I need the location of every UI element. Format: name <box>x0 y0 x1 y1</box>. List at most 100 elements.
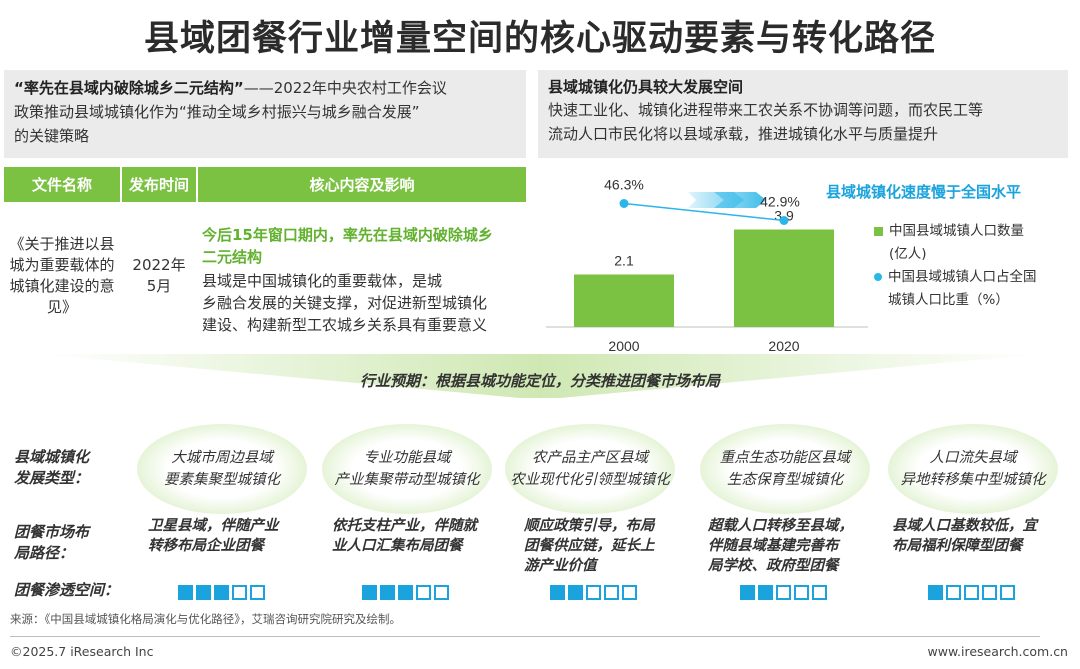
type-5-line-2: 异地转移集中型城镇化 <box>900 472 1046 488</box>
level-block-empty <box>964 585 979 600</box>
legend-bar-swatch <box>874 227 883 236</box>
type-ellipse-4: 重点生态功能区县域 生态保育型城镇化 <box>700 424 870 514</box>
legend-2-line-2: 城镇人口比重（%） <box>888 292 1009 308</box>
copyright: ©2025.7 iResearch Inc <box>10 644 154 659</box>
table-header-core: 核心内容及影响 <box>198 167 526 202</box>
level-block-empty <box>946 585 961 600</box>
row-label-type-2: 发展类型： <box>14 469 90 487</box>
type-3-line-2: 农业现代化引领型城镇化 <box>510 472 670 488</box>
type-4-line-1: 重点生态功能区县域 <box>719 450 851 466</box>
path-4-line-1: 超载人口转移至县域， <box>708 518 853 534</box>
level-block-empty <box>982 585 997 600</box>
path-1-line-1: 卫星县域，伴随产业 <box>148 518 279 534</box>
type-ellipse-2: 专业功能县域 产业集聚带动型城镇化 <box>322 424 492 514</box>
quote-line2: 政策推动县域城镇化作为“推动全域乡村振兴与城乡融合发展” <box>14 103 420 121</box>
row-label-path: 团餐市场布 局路径： <box>14 522 89 564</box>
share-point-2000 <box>619 199 629 208</box>
path-3-line-3: 游产业价值 <box>524 558 597 574</box>
level-block-empty <box>794 585 809 600</box>
level-block-filled <box>214 585 229 600</box>
path-text-5: 县域人口基数较低，宜 布局福利保障型团餐 <box>892 516 1037 556</box>
type-1-line-1: 大城市周边县域 <box>171 450 273 466</box>
table-header-name: 文件名称 <box>4 167 120 202</box>
level-block-filled <box>398 585 413 600</box>
core-text-1: 县域是中国城镇化的重要载体，是城 <box>202 272 443 290</box>
urbanization-space-box: 县域城镇化仍具较大发展空间 快速工业化、城镇化进程带来工农关系不协调等问题，而农… <box>538 70 1068 158</box>
penetration-level-3 <box>550 585 637 600</box>
share-label-2020: 42.9% <box>760 194 800 210</box>
type-ellipse-1: 大城市周边县域 要素集聚型城镇化 <box>137 424 307 514</box>
level-block-empty <box>1000 585 1015 600</box>
trend-arrow-chevron <box>714 192 744 208</box>
penetration-level-5 <box>928 585 1015 600</box>
level-block-empty <box>416 585 431 600</box>
legend-2-line-1: 中国县域城镇人口占全国 <box>888 269 1037 285</box>
path-text-3: 顺应政策引导，布局 团餐供应链，延长上 游产业价值 <box>524 516 655 576</box>
share-label-2000: 46.3% <box>604 177 644 193</box>
expectation-text: 行业预期：根据县城功能定位，分类推进团餐市场布局 <box>359 372 720 390</box>
table-cell-date: 2022年 5月 <box>122 202 196 350</box>
right-box-line2: 流动人口市民化将以县域承载，推进城镇化水平与质量提升 <box>548 125 939 143</box>
path-text-4: 超载人口转移至县域， 伴随县域基建完善布 局学校、政府型团餐 <box>708 516 853 576</box>
level-block-filled <box>928 585 943 600</box>
path-3-line-1: 顺应政策引导，布局 <box>524 518 655 534</box>
page-title: 县域团餐行业增量空间的核心驱动要素与转化路径 <box>143 19 936 59</box>
bar-2020 <box>734 229 834 327</box>
name-line-2: 城为重要载体的 <box>9 256 115 274</box>
type-2-line-1: 专业功能县域 <box>363 450 451 466</box>
source-note: 来源：《中国县域城镇化格局演化与优化路径》，艾瑞咨询研究院研究及绘制。 <box>10 612 401 626</box>
type-5-line-1: 人口流失县域 <box>929 450 1017 466</box>
level-block-filled <box>550 585 565 600</box>
core-highlight-2: 二元结构 <box>202 248 263 266</box>
name-line-3: 城镇化建设的意 <box>9 277 115 295</box>
bar-2000 <box>574 274 674 327</box>
type-2-line-2: 产业集聚带动型城镇化 <box>334 472 480 488</box>
name-line-4: 见》 <box>46 298 77 316</box>
level-block-filled <box>196 585 211 600</box>
penetration-level-1 <box>178 585 265 600</box>
level-block-filled <box>740 585 755 600</box>
chart-legend: 中国县域城镇人口数量 (亿人) 中国县域城镇人口占全国 城镇人口比重（%） <box>874 220 1074 312</box>
share-point-2020 <box>779 216 789 225</box>
penetration-level-4 <box>740 585 827 600</box>
table-cell-core: 今后15年窗口期内，率先在县域内破除城乡 二元结构 县域是中国城镇化的重要载体，… <box>198 202 526 350</box>
right-box-title: 县域城镇化仍具较大发展空间 <box>548 78 744 96</box>
bar-label-2000: 2.1 <box>614 253 634 269</box>
date-line-1: 2022年 <box>132 256 186 274</box>
row-label-type-1: 县域城镇化 <box>14 448 90 466</box>
level-block-filled <box>380 585 395 600</box>
type-4-line-2: 生态保育型城镇化 <box>727 472 843 488</box>
chart-annotation: 县域城镇化速度慢于全国水平 <box>826 183 1022 201</box>
date-line-2: 5月 <box>146 277 172 295</box>
quote-source: ——2022年中央农村工作会议 <box>243 79 447 97</box>
level-block-filled <box>568 585 583 600</box>
table-header-date: 发布时间 <box>122 167 196 202</box>
row-label-type: 县域城镇化 发展类型： <box>14 447 89 489</box>
legend-1-line-1: 中国县域城镇人口数量 <box>889 223 1024 239</box>
type-1-line-2: 要素集聚型城镇化 <box>164 472 280 488</box>
footer-divider <box>10 636 1040 637</box>
level-block-empty <box>604 585 619 600</box>
right-box-line1: 快速工业化、城镇化进程带来工农关系不协调等问题，而农民工等 <box>548 101 984 119</box>
path-4-line-2: 伴随县域基建完善布 <box>708 538 839 554</box>
level-block-filled <box>758 585 773 600</box>
level-block-empty <box>812 585 827 600</box>
level-block-filled <box>178 585 193 600</box>
policy-quote-box: “率先在县域内破除城乡二元结构”——2022年中央农村工作会议 政策推动县域城镇… <box>4 70 526 158</box>
quote-bold: “率先在县域内破除城乡二元结构” <box>14 79 244 97</box>
x-tick-2020: 2020 <box>768 338 799 354</box>
row-label-path-2: 局路径： <box>14 544 75 562</box>
level-block-empty <box>776 585 791 600</box>
expectation-band <box>40 354 1040 398</box>
core-highlight-1: 今后15年窗口期内，率先在县域内破除城乡 <box>202 226 493 244</box>
penetration-level-2 <box>362 585 449 600</box>
level-block-empty <box>250 585 265 600</box>
type-ellipse-5: 人口流失县域 异地转移集中型城镇化 <box>888 424 1058 514</box>
level-block-empty <box>586 585 601 600</box>
website-url: www.iresearch.com.cn <box>927 644 1069 659</box>
path-text-1: 卫星县域，伴随产业 转移布局企业团餐 <box>148 516 279 556</box>
name-line-1: 《关于推进以县 <box>9 235 115 253</box>
row-label-path-1: 团餐市场布 <box>14 523 90 541</box>
path-4-line-3: 局学校、政府型团餐 <box>708 558 839 574</box>
